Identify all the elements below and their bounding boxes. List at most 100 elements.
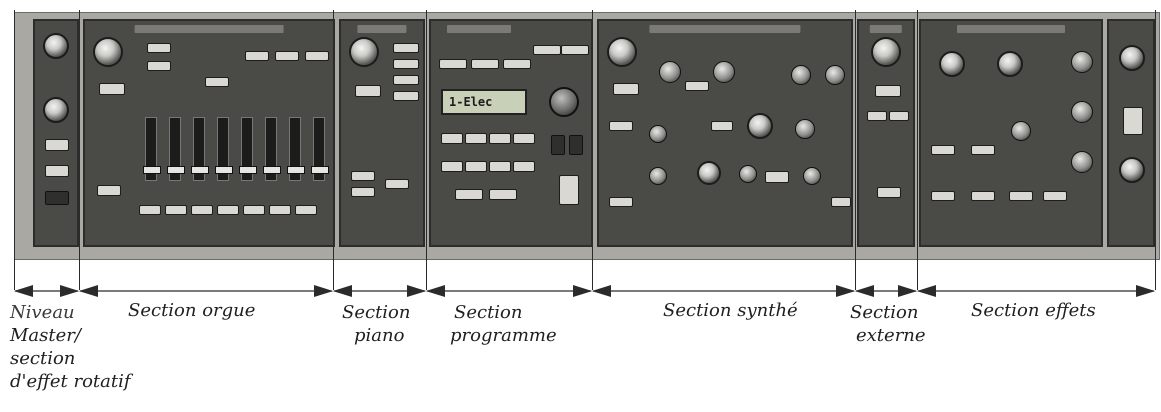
effects-knob-5[interactable] <box>1071 101 1093 123</box>
effects-button-2[interactable] <box>971 145 995 155</box>
rotary-button-1[interactable] <box>45 139 69 151</box>
drawbar-1[interactable] <box>143 117 161 181</box>
drawbar-6[interactable] <box>263 117 281 181</box>
external-select-button[interactable] <box>875 85 901 97</box>
effects-knob-4[interactable] <box>1071 51 1093 73</box>
piano-type-button-2[interactable] <box>393 59 419 69</box>
rotary-speaker-knob-2[interactable] <box>1119 157 1145 183</box>
organ-model-button-2[interactable] <box>147 61 171 71</box>
effects-button-6[interactable] <box>1043 191 1067 201</box>
organ-percussion-button-3[interactable] <box>305 51 329 61</box>
organ-bottom-button-4[interactable] <box>217 205 239 215</box>
organ-bottom-button-2[interactable] <box>165 205 187 215</box>
organ-bottom-button-7[interactable] <box>295 205 317 215</box>
synth-osc-knob-2[interactable] <box>713 61 735 83</box>
organ-model-button-1[interactable] <box>147 43 171 53</box>
external-level-knob[interactable] <box>871 37 901 67</box>
drawbar-8[interactable] <box>311 117 329 181</box>
organ-bottom-button-3[interactable] <box>191 205 213 215</box>
program-page-button-2[interactable] <box>471 59 499 69</box>
piano-model-button-1[interactable] <box>351 171 375 181</box>
synth-env-knob-2[interactable] <box>825 65 845 85</box>
organ-bottom-button-5[interactable] <box>243 205 265 215</box>
external-section-title-bar <box>869 25 903 33</box>
synth-button-3[interactable] <box>765 171 789 183</box>
program-down-button[interactable] <box>569 135 583 155</box>
synth-osc-button[interactable] <box>685 81 709 91</box>
label-program-line-2: programme <box>450 325 557 346</box>
program-store-button[interactable] <box>561 45 589 55</box>
drawbar-2[interactable] <box>167 117 185 181</box>
program-bank-button-2[interactable] <box>489 189 517 200</box>
effects-button-3[interactable] <box>931 191 955 201</box>
organ-vibrato-button[interactable] <box>205 77 229 87</box>
program-page-button-3[interactable] <box>503 59 531 69</box>
program-button-3[interactable] <box>489 133 511 144</box>
effects-button-4[interactable] <box>971 191 995 201</box>
rotary-button-2[interactable] <box>45 165 69 177</box>
program-button-2[interactable] <box>465 133 487 144</box>
program-page-button-1[interactable] <box>439 59 467 69</box>
rotary-knob[interactable] <box>43 97 69 123</box>
piano-model-button-2[interactable] <box>351 187 375 197</box>
organ-level-knob[interactable] <box>93 37 123 67</box>
program-button-5[interactable] <box>441 161 463 172</box>
value-dial[interactable] <box>549 87 579 117</box>
effects-button-1[interactable] <box>931 145 955 155</box>
synth-lfo-knob[interactable] <box>795 119 815 139</box>
piano-level-knob[interactable] <box>349 37 379 67</box>
organ-select-button[interactable] <box>99 83 125 95</box>
external-button-1[interactable] <box>867 111 887 121</box>
rotary-speaker-button[interactable] <box>1123 107 1143 135</box>
organ-percussion-button-2[interactable] <box>275 51 299 61</box>
effects-knob-6[interactable] <box>1071 151 1093 173</box>
drawbar-7[interactable] <box>287 117 305 181</box>
piano-select-button[interactable] <box>355 85 381 97</box>
synth-amp-knob[interactable] <box>697 161 721 185</box>
effects-knob-2[interactable] <box>997 51 1023 77</box>
synth-button-2[interactable] <box>609 197 633 207</box>
program-button-8[interactable] <box>513 161 535 172</box>
synth-level-knob[interactable] <box>607 37 637 67</box>
program-button-4[interactable] <box>513 133 535 144</box>
organ-percussion-button-1[interactable] <box>245 51 269 61</box>
drawbar-5[interactable] <box>239 117 257 181</box>
rotary-speaker-knob-1[interactable] <box>1119 45 1145 71</box>
synth-wave-button[interactable] <box>711 121 733 131</box>
external-button-2[interactable] <box>889 111 909 121</box>
organ-bottom-button-1[interactable] <box>139 205 161 215</box>
synth-button-1[interactable] <box>609 121 633 131</box>
synth-select-button[interactable] <box>613 83 639 95</box>
synth-filter-knob[interactable] <box>747 113 773 139</box>
program-button-6[interactable] <box>465 161 487 172</box>
drawbar-3[interactable] <box>191 117 209 181</box>
program-button-1[interactable] <box>441 133 463 144</box>
synth-amp-knob-2[interactable] <box>739 165 757 183</box>
synth-env-knob-1[interactable] <box>791 65 811 85</box>
organ-section <box>83 19 335 247</box>
piano-type-button-1[interactable] <box>393 43 419 53</box>
piano-model-button-3[interactable] <box>385 179 409 189</box>
program-bank-button-1[interactable] <box>455 189 483 200</box>
effects-knob-1[interactable] <box>939 51 965 77</box>
external-button-3[interactable] <box>877 187 901 198</box>
program-shift-button[interactable] <box>533 45 561 55</box>
synth-amp-knob-3[interactable] <box>803 167 821 185</box>
synth-osc-knob-1[interactable] <box>659 61 681 83</box>
synth-mod-knob-1[interactable] <box>649 125 667 143</box>
program-large-button[interactable] <box>559 175 579 205</box>
program-button-7[interactable] <box>489 161 511 172</box>
rotary-button-3[interactable] <box>45 191 69 205</box>
organ-bottom-button-6[interactable] <box>269 205 291 215</box>
external-section <box>857 19 915 247</box>
synth-mod-knob-2[interactable] <box>649 167 667 185</box>
synth-button-4[interactable] <box>831 197 851 207</box>
piano-type-button-4[interactable] <box>393 91 419 101</box>
organ-drawbar-select-button-1[interactable] <box>97 185 121 196</box>
master-level-knob[interactable] <box>43 33 69 59</box>
effects-button-5[interactable] <box>1009 191 1033 201</box>
program-up-button[interactable] <box>551 135 565 155</box>
drawbar-4[interactable] <box>215 117 233 181</box>
effects-knob-3[interactable] <box>1011 121 1031 141</box>
piano-type-button-3[interactable] <box>393 75 419 85</box>
